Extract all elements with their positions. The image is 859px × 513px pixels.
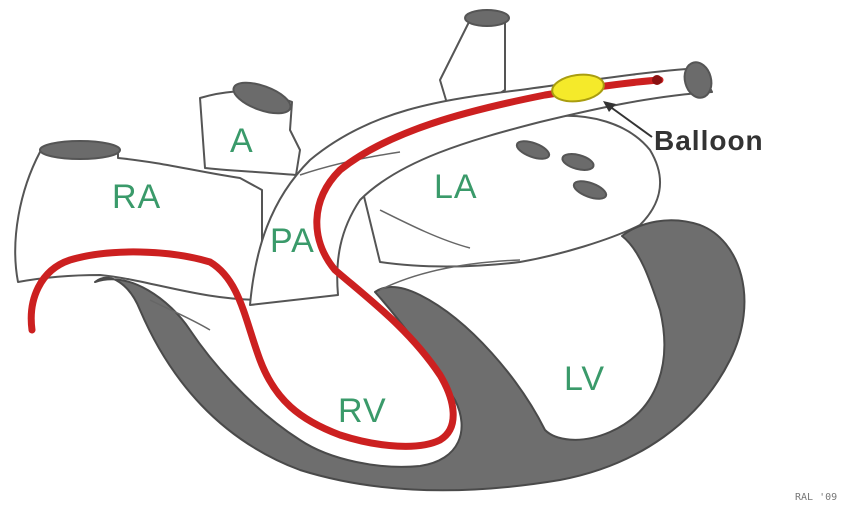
credit-mark: RAL '09 xyxy=(795,492,837,503)
right-ventricle-label: RV xyxy=(338,392,387,430)
left-atrium-label: LA xyxy=(434,168,478,206)
left-ventricle-label: LV xyxy=(564,360,605,398)
aorta-label: A xyxy=(230,122,254,160)
balloon-label: Balloon xyxy=(654,125,764,156)
right-atrium-label: RA xyxy=(112,178,161,216)
great-vessel-opening xyxy=(465,10,509,26)
catheter-tip xyxy=(652,75,662,85)
superior-vena-cava-opening xyxy=(40,141,120,159)
pulmonary-artery-label: PA xyxy=(270,222,315,260)
